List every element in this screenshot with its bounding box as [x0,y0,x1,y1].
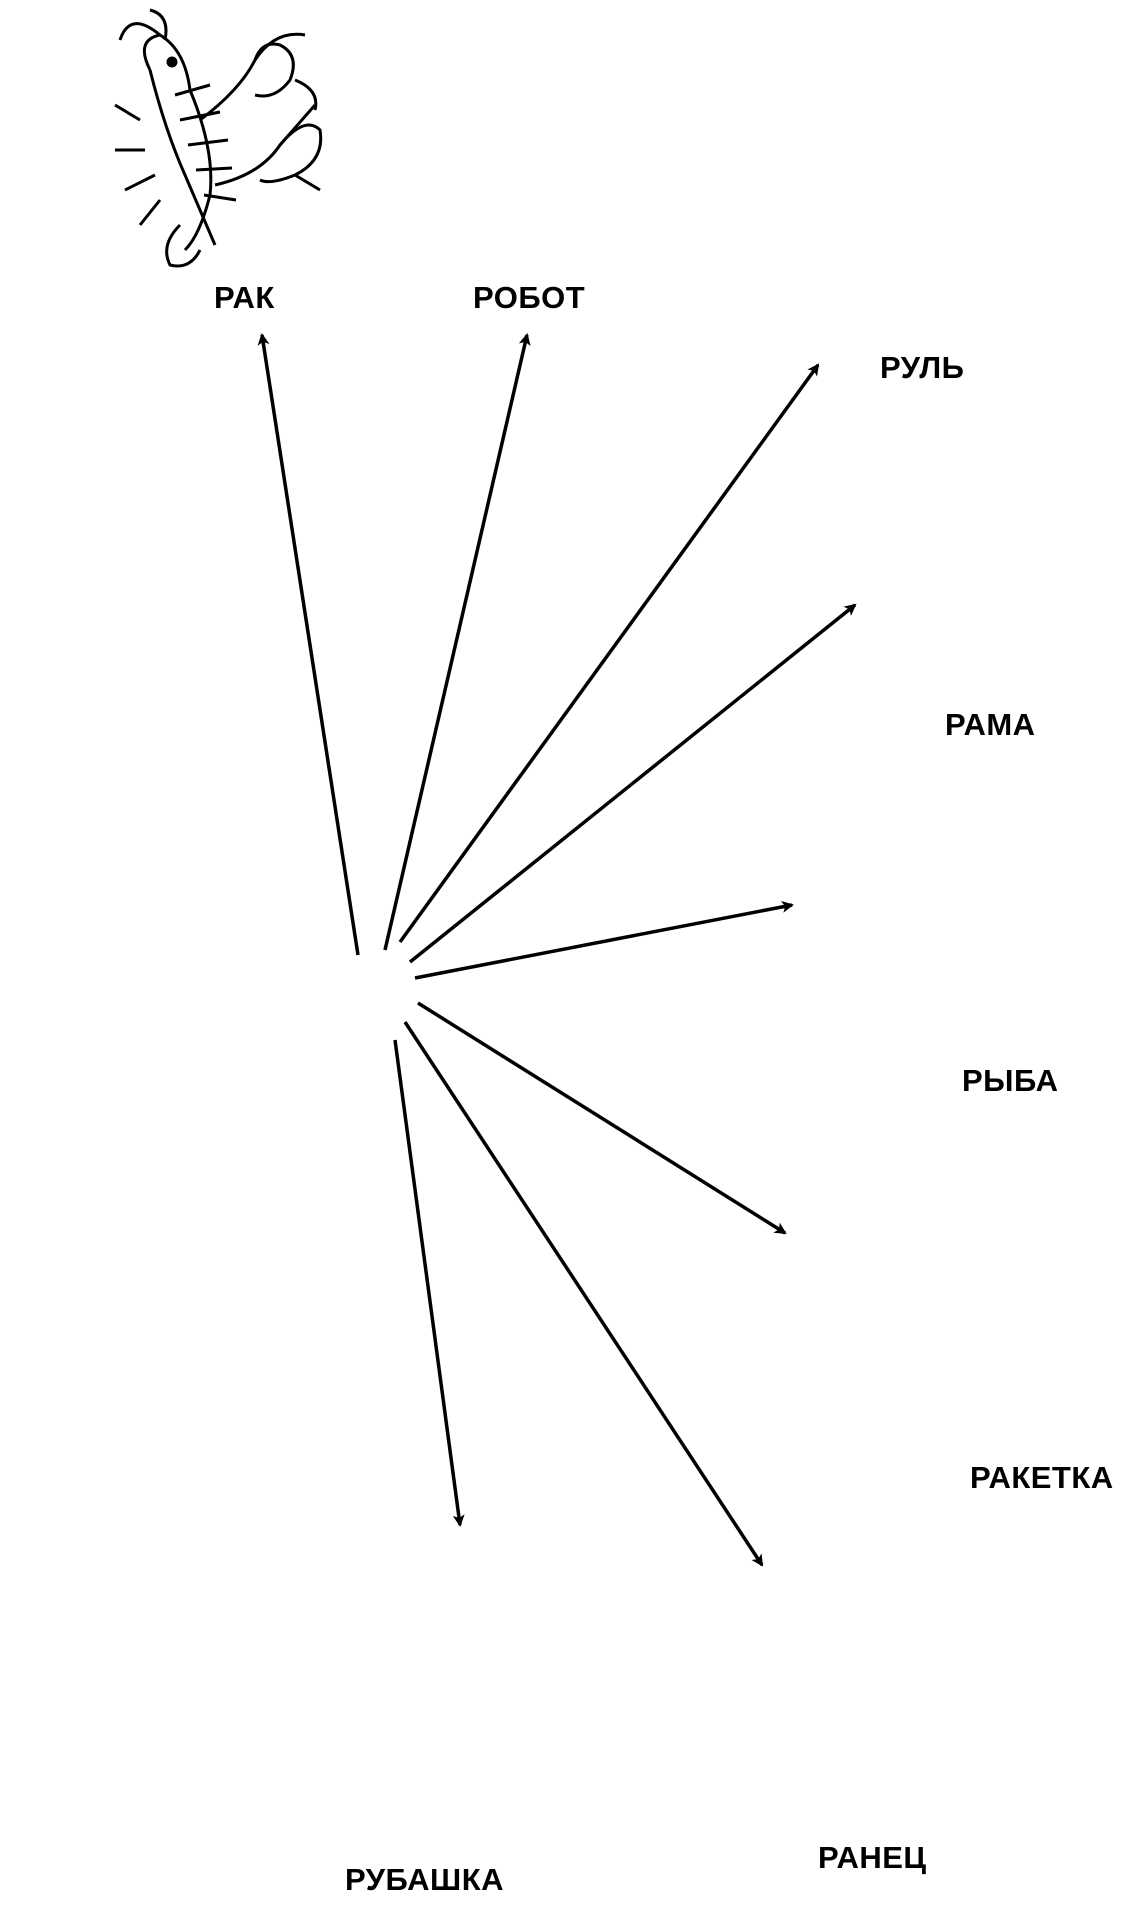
arrow-to-rubashka [393,1039,465,1527]
arrow-to-rak [257,333,360,956]
arrow-to-robot [383,333,531,951]
crayfish-icon [114,8,323,268]
arrow-to-raketka [417,1001,787,1235]
label-rul: РУЛЬ [880,350,965,385]
label-ranets: РАНЕЦ [818,1840,927,1875]
label-robot: РОБОТ [473,280,586,315]
arrow-to-ryba [414,901,794,980]
label-ryba: РЫБА [962,1063,1059,1098]
label-rak: РАК [214,280,275,315]
arrow-to-ranets [403,1021,764,1567]
arrow-to-rul [398,363,820,944]
label-rama: РАМА [945,707,1036,742]
arrows [257,333,857,1567]
label-rubashka: РУБАШКА [345,1862,504,1897]
arrow-to-rama [408,603,857,964]
label-raketka: РАКЕТКА [970,1460,1114,1495]
